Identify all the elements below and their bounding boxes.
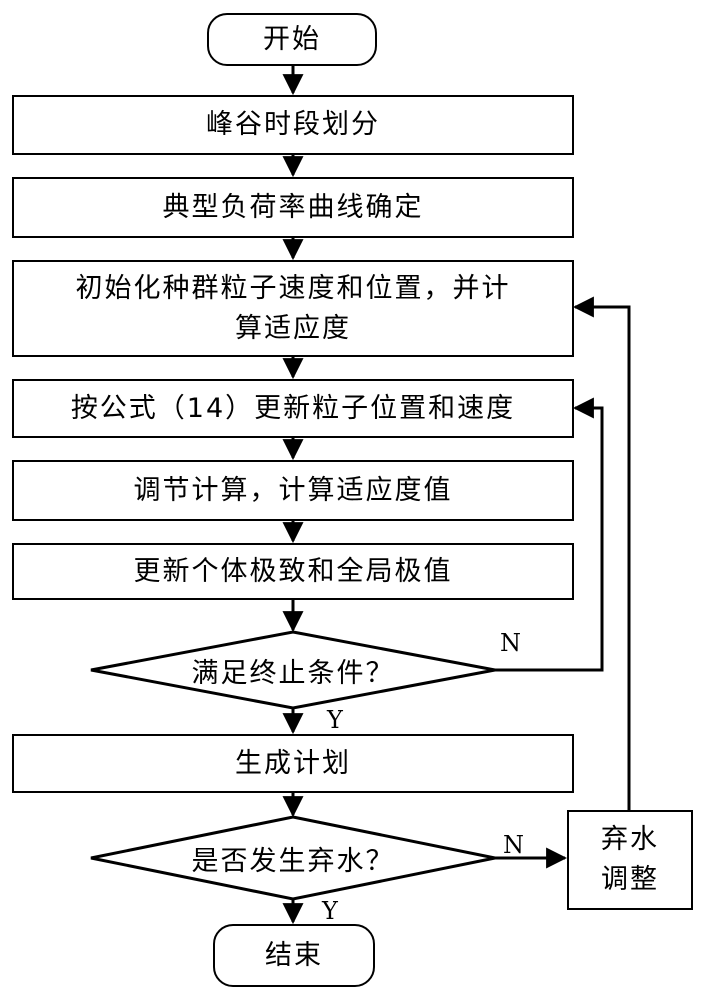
step-peak-valley-label: 峰谷时段划分 [206, 109, 380, 140]
step-adjust-label: 调节计算，计算适应度值 [133, 474, 453, 506]
decision-stop-label: 满足终止条件？ [191, 657, 395, 689]
spill-yes-label: Y [322, 897, 338, 925]
stop-yes-label: Y [327, 706, 343, 734]
step-peak-valley: 峰谷时段划分 [12, 95, 574, 155]
decision-spill-diamond [90, 815, 496, 901]
decision-spill-label: 是否发生弃水？ [191, 845, 395, 877]
decision-spill: 是否发生弃水？ [150, 836, 436, 880]
decision-stop: 满足终止条件？ [150, 648, 436, 692]
step-update-best: 更新个体极致和全局极值 [12, 543, 574, 600]
step-update-label: 按公式（14）更新粒子位置和速度 [70, 392, 516, 424]
spill-adjust-line2: 调整 [601, 864, 659, 895]
arrow-spill-adjust-loop [572, 296, 631, 810]
end-label: 结束 [265, 939, 323, 971]
decision-stop-diamond [90, 630, 496, 710]
step-update-particles: 按公式（14）更新粒子位置和速度 [12, 379, 574, 438]
step-adjust-calc: 调节计算，计算适应度值 [12, 460, 574, 521]
step-load-curve: 典型负荷率曲线确定 [12, 177, 574, 238]
spill-adjust-box: 弃水 调整 [567, 810, 693, 910]
step-update-best-label: 更新个体极致和全局极值 [133, 555, 453, 587]
spill-adjust-line1: 弃水 [601, 824, 659, 855]
step-generate-plan: 生成计划 [12, 734, 574, 793]
stop-no-label: N [500, 629, 521, 657]
step-init-line2: 算适应度 [235, 312, 351, 344]
spill-no-label: N [503, 831, 524, 859]
step-init-line1: 初始化种群粒子速度和位置，并计 [75, 272, 511, 304]
arrow-stop-no-loop [495, 397, 604, 672]
start-node: 开始 [207, 13, 377, 66]
step-load-curve-label: 典型负荷率曲线确定 [162, 191, 424, 223]
end-node: 结束 [213, 924, 375, 987]
step-generate-plan-label: 生成计划 [235, 747, 351, 779]
start-label: 开始 [263, 23, 321, 55]
step-init-population: 初始化种群粒子速度和位置，并计 算适应度 [12, 260, 574, 357]
